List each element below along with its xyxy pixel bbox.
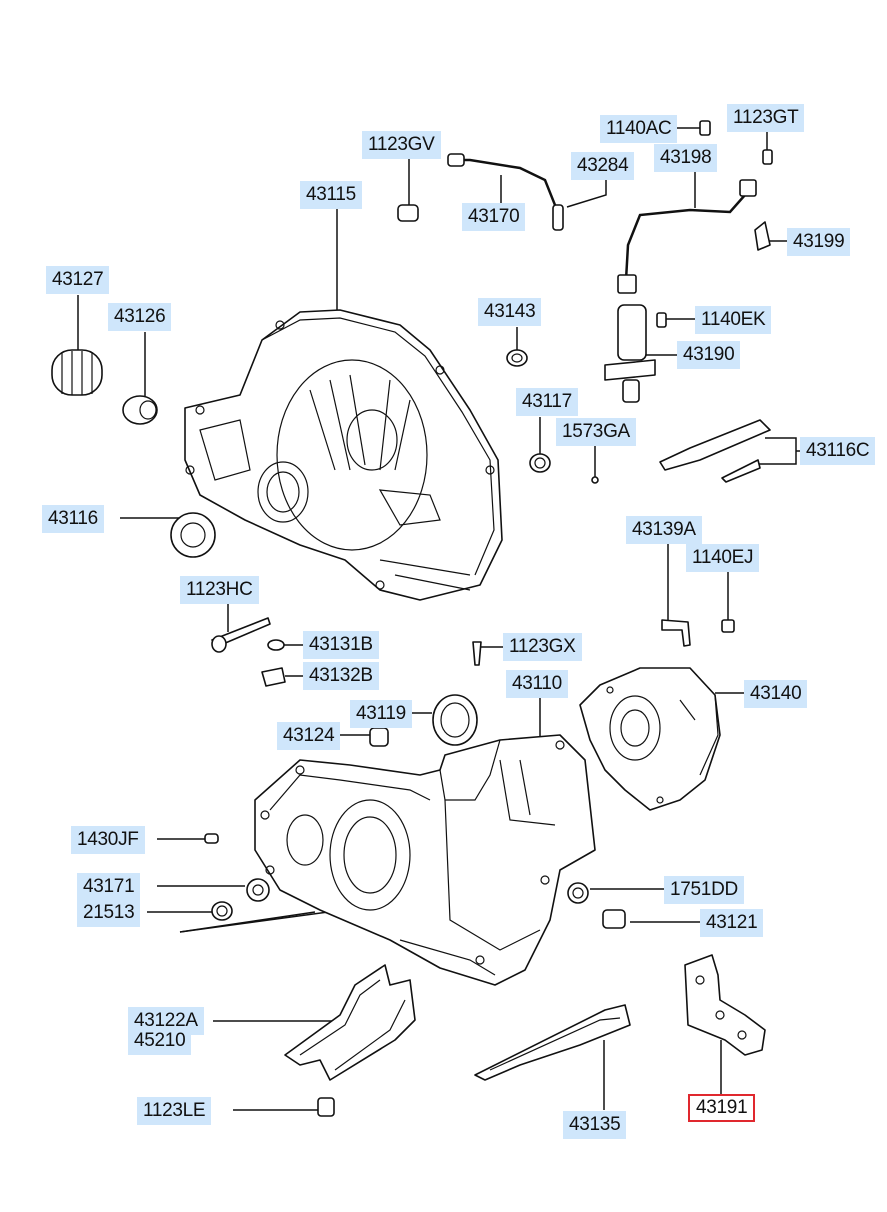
label-43126[interactable]: 43126 [108,303,172,331]
label-43115[interactable]: 43115 [300,181,362,209]
label-1123gt[interactable]: 1123GT [727,104,805,132]
label-43190[interactable]: 43190 [677,341,741,369]
label-21513[interactable]: 21513 [77,899,141,927]
label-1751dd[interactable]: 1751DD [664,876,744,904]
label-1140ek[interactable]: 1140EK [695,306,772,334]
label-1123gv[interactable]: 1123GV [362,131,441,159]
small-parts [51,120,773,1117]
label-43139a[interactable]: 43139A [626,516,702,544]
label-1123le[interactable]: 1123LE [137,1097,212,1125]
label-43170[interactable]: 43170 [462,203,526,231]
label-43127[interactable]: 43127 [46,266,110,294]
label-43143[interactable]: 43143 [478,298,542,326]
label-43116[interactable]: 43116 [42,505,104,533]
label-1123gx[interactable]: 1123GX [503,633,582,661]
label-43198[interactable]: 43198 [654,144,718,172]
label-43171[interactable]: 43171 [77,873,141,901]
label-43199[interactable]: 43199 [787,228,851,256]
label-43119[interactable]: 43119 [350,700,412,728]
label-43121[interactable]: 43121 [700,909,764,937]
label-1430jf[interactable]: 1430JF [71,826,145,854]
label-43132b[interactable]: 43132B [303,662,379,690]
label-43117[interactable]: 43117 [516,388,578,416]
label-43284[interactable]: 43284 [571,152,635,180]
lower-housing-part [254,734,596,986]
label-43131b[interactable]: 43131B [303,631,379,659]
label-43140[interactable]: 43140 [744,680,808,708]
label-1123hc[interactable]: 1123HC [180,576,259,604]
label-43124[interactable]: 43124 [277,722,341,750]
label-1140ac[interactable]: 1140AC [600,115,678,143]
upper-housing-part [184,309,503,601]
transfer-case-part [579,667,721,811]
label-1573ga[interactable]: 1573GA [556,418,636,446]
label-43110[interactable]: 43110 [506,670,568,698]
label-43191-selected[interactable]: 43191 [688,1094,756,1122]
label-43116c[interactable]: 43116C [800,437,876,465]
label-1140ej[interactable]: 1140EJ [686,544,760,572]
label-45210[interactable]: 45210 [128,1027,192,1055]
covers-and-brackets [284,954,766,1081]
sensors-and-wiring [447,153,771,483]
label-43135[interactable]: 43135 [563,1111,627,1139]
